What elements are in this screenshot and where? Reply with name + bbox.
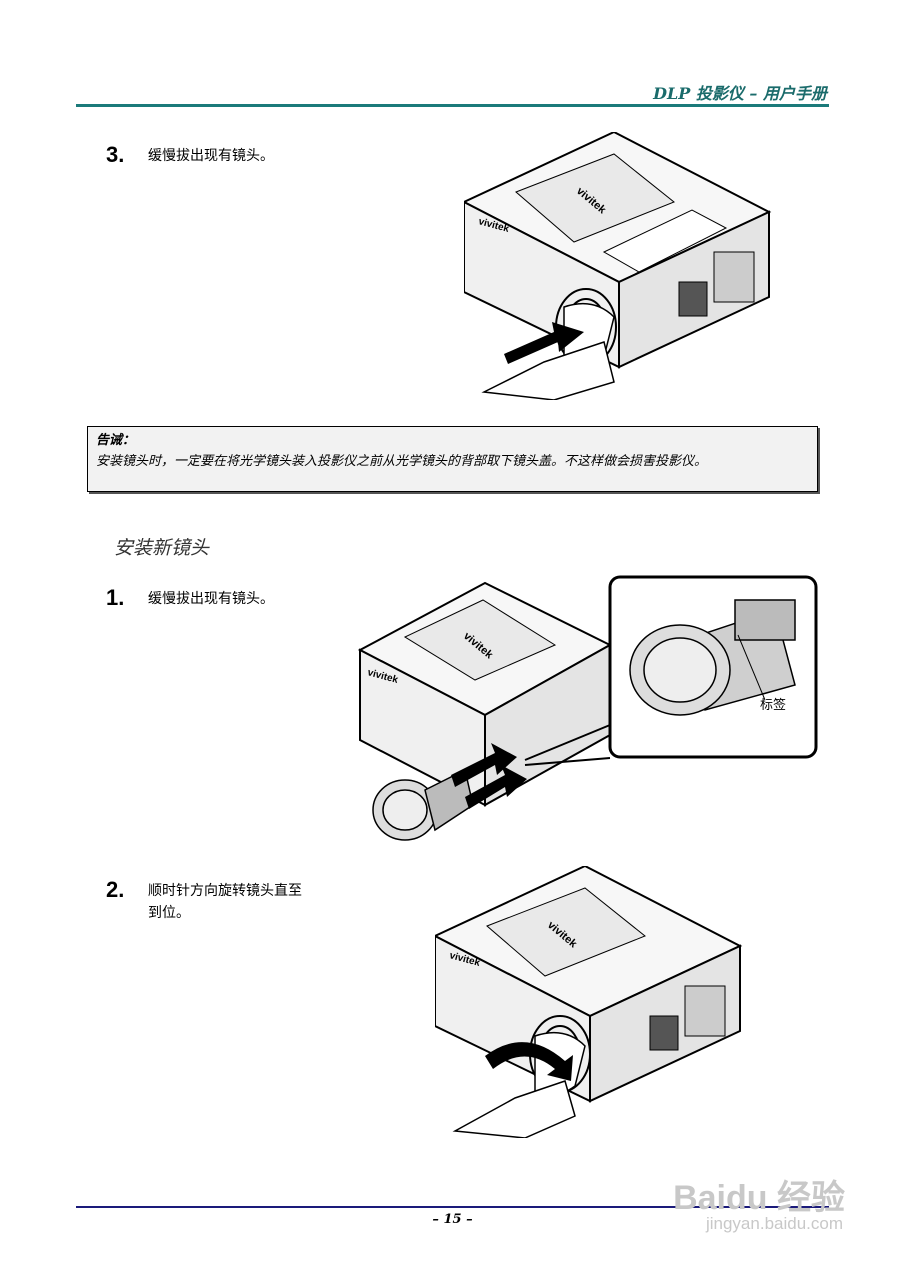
step-3-number: 3. — [106, 142, 125, 167]
footer-rule — [76, 1206, 829, 1208]
warning-body: 安装镜头时，一定要在将光学镜头装入投影仪之前从光学镜头的背部取下镜头盖。不这样做… — [96, 454, 708, 469]
figure-remove-lens: vivitek vivitek — [464, 132, 772, 400]
label-tag-text: 标签 — [760, 697, 786, 713]
step-1-text: 缓慢拔出现有镜头。 — [148, 591, 274, 607]
step-2-text-line2: 到位。 — [148, 905, 190, 921]
step-2-text-line1: 顺时针方向旋转镜头直至 — [148, 883, 302, 899]
step-2-number: 2. — [106, 877, 125, 902]
header-rule — [76, 104, 829, 107]
pull-arrow-icon — [504, 322, 584, 364]
manual-header-title: DLP 投影仪 – 用户手册 — [653, 84, 827, 103]
section-heading: 安装新镜头 — [114, 537, 210, 559]
figure-install-lens: vivitek vivitek 标签 — [357, 575, 818, 841]
warning-title: 告诫： — [96, 433, 136, 448]
watermark-url: jingyan.baidu.com — [705, 1214, 843, 1233]
step-3-text: 缓慢拔出现有镜头。 — [148, 148, 274, 164]
watermark-logo: Baidu 经验 — [673, 1179, 845, 1217]
insert-arrow-icon-2 — [465, 765, 527, 809]
figure-rotate-lens: vivitek vivitek — [435, 866, 743, 1138]
step-1-number: 1. — [106, 585, 125, 610]
insert-arrow-icon-1 — [451, 743, 517, 787]
page-number: – 15 – — [432, 1212, 473, 1227]
rotate-clockwise-icon — [485, 1042, 573, 1081]
warning-box: 告诫： 安装镜头时，一定要在将光学镜头装入投影仪之前从光学镜头的背部取下镜头盖。… — [87, 426, 818, 492]
